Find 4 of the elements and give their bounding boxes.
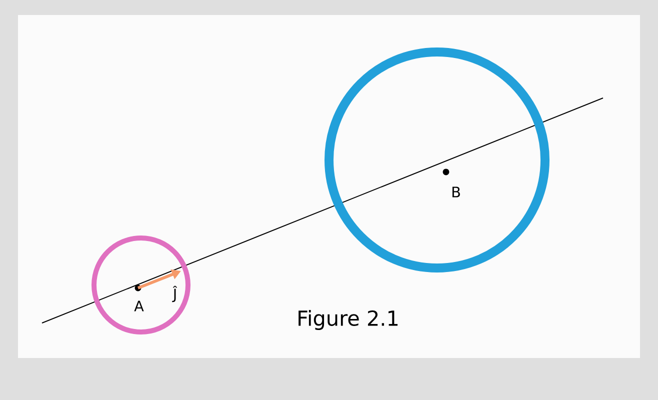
point-label: B xyxy=(452,186,460,198)
point-label: Ĵ xyxy=(172,286,178,302)
caption: Figure 2.1 xyxy=(298,310,398,330)
point-label: A xyxy=(134,300,144,312)
